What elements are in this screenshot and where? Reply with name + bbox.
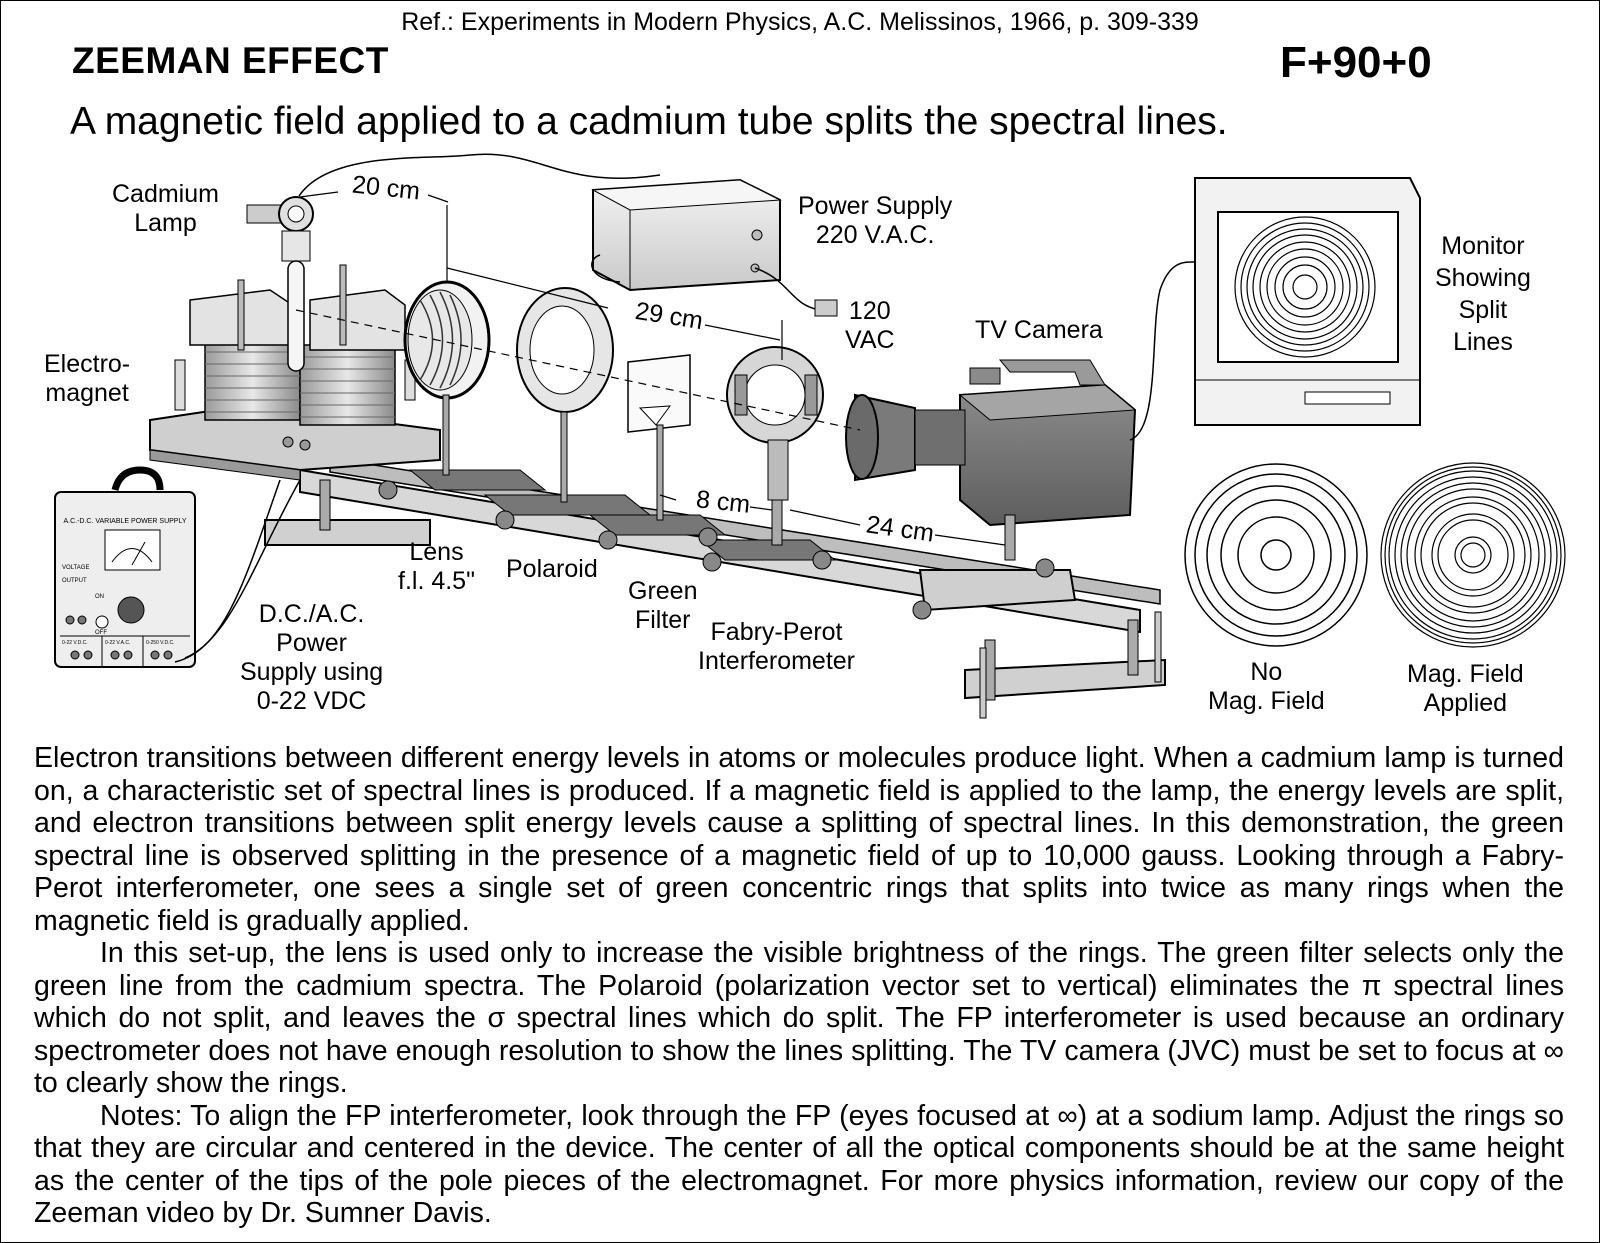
monitor <box>1194 177 1421 426</box>
label-tv-camera: TV Camera <box>975 316 1103 344</box>
label-electromagnet-line-2: magnet <box>45 379 129 407</box>
label-field-applied-line-1: Mag. Field <box>1407 660 1524 688</box>
label-dc-ac-line-4: 0-22 VDC <box>256 687 367 715</box>
page-title: ZEEMAN EFFECT <box>72 40 389 81</box>
dc-ac-power-supply <box>54 466 301 668</box>
label-cadmium-lamp-line-1: Cadmium <box>112 180 219 208</box>
label-dc-ac-line-3: Supply using <box>240 658 384 686</box>
label-monitor: Monitor Showing Split Lines <box>1435 230 1531 358</box>
label-power-supply-line-1: Power Supply <box>798 192 953 220</box>
label-120-vac: 120 VAC <box>845 297 895 355</box>
apparatus-diagram <box>54 153 1566 719</box>
label-no-field: No Mag. Field <box>1208 658 1325 716</box>
label-green-filter-line-2: Filter <box>634 606 691 634</box>
label-dc-ac-line-2: Power <box>276 629 348 657</box>
label-dc-ac-supply: D.C./A.C. Power Supply using 0-22 VDC <box>240 600 383 716</box>
lens <box>403 280 491 476</box>
electromagnet <box>149 264 441 481</box>
demo-code: F+90+0 <box>1280 38 1432 87</box>
supply-range-1: 0-22 V.D.C. <box>62 640 88 646</box>
supply-on-label: ON <box>95 594 104 600</box>
label-monitor-line-1: Monitor <box>1441 232 1525 260</box>
supply-voltage-label: VOLTAGE <box>62 565 90 571</box>
label-fabry-perot-line-1: Fabry-Perot <box>710 618 843 646</box>
label-monitor-line-3: Split <box>1458 296 1508 324</box>
label-electromagnet: Electro- magnet <box>44 350 130 408</box>
label-green-filter: Green Filter <box>628 577 697 635</box>
label-monitor-line-4: Lines <box>1453 328 1513 356</box>
cadmium-lamp <box>246 153 661 372</box>
label-cadmium-lamp: Cadmium Lamp <box>112 180 219 238</box>
label-field-applied-line-2: Applied <box>1423 689 1508 717</box>
rings-field-applied <box>1380 462 1566 648</box>
tv-camera <box>845 261 1196 561</box>
rings-no-field <box>1184 463 1368 647</box>
label-electromagnet-line-1: Electro- <box>44 350 131 378</box>
label-polaroid: Polaroid <box>506 555 598 583</box>
fabry-perot-interferometer <box>726 346 824 546</box>
supply-range-3: 0-250 V.D.C. <box>146 640 175 646</box>
paragraph-1: Electron transitions between different e… <box>34 742 1564 937</box>
paragraph-2: In this set-up, the lens is used only to… <box>34 937 1564 1099</box>
label-monitor-line-2: Showing <box>1435 264 1531 292</box>
label-lens: Lens f.l. 4.5" <box>398 538 475 596</box>
label-lens-line-2: f.l. 4.5" <box>398 567 475 595</box>
label-fabry-perot-line-2: Interferometer <box>698 647 856 675</box>
supply-device-name: A.C.-D.C. VARIABLE POWER SUPPLY <box>63 518 187 525</box>
page-subtitle: A magnetic field applied to a cadmium tu… <box>70 100 1228 143</box>
reference-citation: Ref.: Experiments in Modern Physics, A.C… <box>401 8 1199 36</box>
power-supply-220 <box>591 178 838 317</box>
label-no-field-line-2: Mag. Field <box>1208 687 1325 715</box>
supply-output-label: OUTPUT <box>62 578 87 584</box>
dimension-8cm: 8 cm <box>694 485 752 519</box>
green-filter <box>627 354 691 521</box>
label-field-applied: Mag. Field Applied <box>1407 660 1524 718</box>
label-power-supply-220: Power Supply 220 V.A.C. <box>798 192 952 250</box>
dimension-lines <box>299 191 1006 546</box>
label-power-supply-line-2: 220 V.A.C. <box>815 221 935 249</box>
polaroid <box>516 287 614 503</box>
label-120-vac-line-2: VAC <box>845 326 895 354</box>
description-body: Electron transitions between different e… <box>34 742 1564 1230</box>
optical-axis-line <box>295 309 861 431</box>
label-cadmium-lamp-line-2: Lamp <box>134 209 197 237</box>
label-green-filter-line-1: Green <box>628 577 698 605</box>
supply-range-2: 0-22 V.A.C. <box>105 640 131 646</box>
label-no-field-line-1: No <box>1250 658 1283 686</box>
supply-off-label: OFF <box>95 630 107 636</box>
label-fabry-perot: Fabry-Perot Interferometer <box>698 618 855 676</box>
label-120-vac-line-1: 120 <box>848 297 891 325</box>
paragraph-3: Notes: To align the FP interferometer, l… <box>34 1099 1564 1230</box>
label-dc-ac-line-1: D.C./A.C. <box>258 600 365 628</box>
label-lens-line-1: Lens <box>409 538 464 566</box>
